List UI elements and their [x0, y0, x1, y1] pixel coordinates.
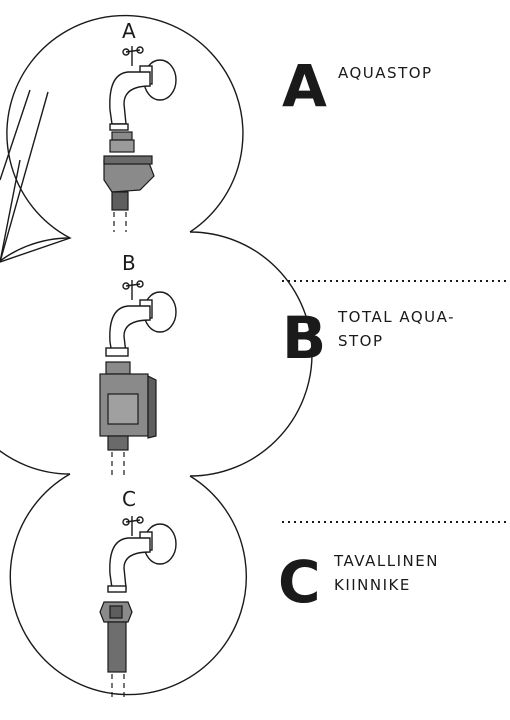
label-b-line-2: STOP [338, 332, 384, 350]
hose-b [111, 452, 125, 476]
big-letter-a: A [282, 52, 327, 120]
section-a: A A AQUASTOP [103, 19, 433, 232]
label-b-line-1: TOTAL AQUA- [337, 308, 455, 326]
plain-hose-connector-icon [99, 601, 133, 673]
tap-letter-b: B [122, 251, 136, 275]
tap-letter-a: A [122, 19, 136, 43]
faucet-a-icon [109, 46, 177, 131]
label-c-line-2: KIINNIKE [334, 576, 411, 594]
bubble-outline-bottom [9, 473, 247, 696]
tap-letter-c: C [122, 487, 136, 511]
faucet-c-icon [107, 516, 177, 593]
total-aquastop-box-icon [99, 361, 157, 451]
big-letter-b: B [282, 304, 326, 372]
bubble-tail [0, 89, 31, 263]
section-c: C C TAVALLINEN KIINNIKE [99, 487, 439, 698]
section-b: B B TOTAL AQUA- STOP [99, 251, 455, 476]
aquastop-valve-icon [103, 131, 155, 211]
label-a-line-1: AQUASTOP [338, 64, 433, 82]
bubble-outline-middle [0, 237, 71, 475]
big-letter-c: C [278, 548, 321, 616]
faucet-b-icon [105, 280, 177, 357]
label-c-line-1: TAVALLINEN [333, 552, 439, 570]
hose-a [113, 212, 127, 232]
hose-c [111, 674, 125, 698]
